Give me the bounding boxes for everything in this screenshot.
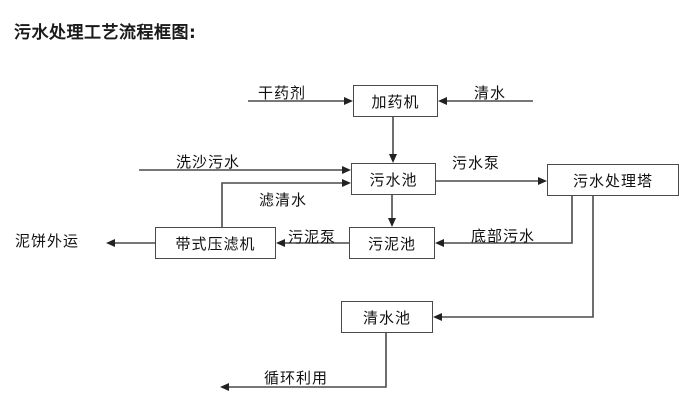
node-belt-filter-press-label: 带式压滤机 xyxy=(175,234,256,253)
edge-dosing-to-sewage-arrowhead xyxy=(389,154,397,163)
edge-sand-wash-arrowhead xyxy=(342,166,351,174)
edge-label-sewage-pump: 污水泵 xyxy=(452,154,501,172)
node-belt-filter-press[interactable]: 带式压滤机 xyxy=(155,227,276,259)
edge-label-filtered-water: 滤清水 xyxy=(259,191,308,209)
edge-sewage-pump-arrowhead xyxy=(538,177,547,185)
edge-label-mud-cake-out: 泥饼外运 xyxy=(15,232,80,250)
node-sewage-pool[interactable]: 污水池 xyxy=(351,163,436,195)
edge-label-clean-water: 清水 xyxy=(474,84,507,102)
edge-clean-water-arrowhead xyxy=(438,97,447,105)
node-sludge-pool[interactable]: 污泥池 xyxy=(349,227,435,259)
node-treatment-tower-label: 污水处理塔 xyxy=(572,171,653,190)
node-sludge-pool-label: 污泥池 xyxy=(367,234,416,253)
edge-recycle-arrowhead xyxy=(220,383,229,391)
node-dosing-machine[interactable]: 加药机 xyxy=(353,85,438,117)
edge-dry-agent-arrowhead xyxy=(344,97,353,105)
edge-tower-to-clear-line xyxy=(442,196,594,318)
edge-label-sludge-pump: 污泥泵 xyxy=(288,228,337,246)
edge-mud-cake-arrowhead xyxy=(106,239,115,247)
edge-sludge-pump-arrowhead xyxy=(276,239,285,247)
edge-label-dry-agent: 干药剂 xyxy=(258,84,307,102)
node-clear-water-pool-label: 清水池 xyxy=(362,308,411,327)
node-treatment-tower[interactable]: 污水处理塔 xyxy=(547,164,679,196)
edge-tower-to-clear-arrowhead xyxy=(433,313,442,321)
node-clear-water-pool[interactable]: 清水池 xyxy=(341,301,433,333)
page-title: 污水处理工艺流程框图: xyxy=(14,23,197,43)
edge-sewage-to-sludge-arrowhead xyxy=(388,218,396,227)
edge-label-sand-wash-sewage: 洗沙污水 xyxy=(176,153,241,171)
edge-bottom-sewage-arrowhead xyxy=(435,239,444,247)
edge-label-recycle-reuse: 循环利用 xyxy=(264,369,329,387)
node-dosing-machine-label: 加药机 xyxy=(371,92,420,111)
edge-filtered-water-arrowhead xyxy=(342,179,351,187)
node-sewage-pool-label: 污水池 xyxy=(369,170,418,189)
edge-label-bottom-sewage: 底部污水 xyxy=(471,227,536,245)
